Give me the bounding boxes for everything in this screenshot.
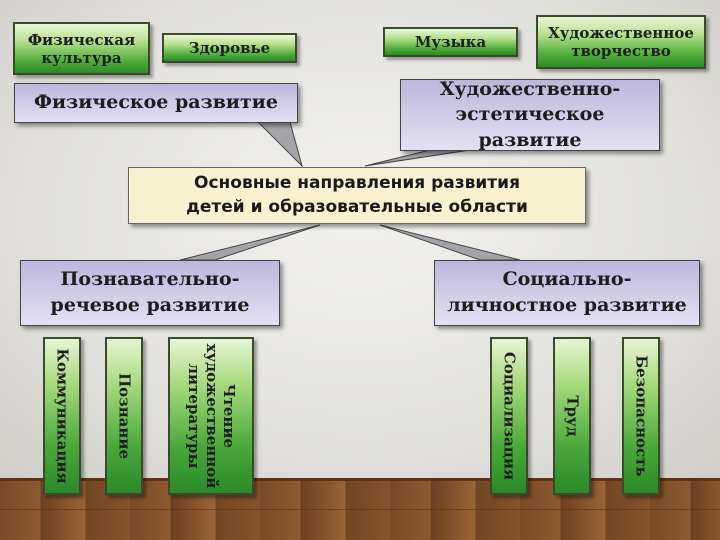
area-health: Здоровье [162,33,297,63]
area-communication: Коммуникация [43,337,81,495]
center-title-line1: Основные направления развития [194,172,520,193]
area-health-label: Здоровье [188,39,271,57]
direction-artistic-line1: Художественно- [439,77,621,100]
area-art: Художественное творчество [536,15,706,69]
area-cognition-label: Познание [115,372,134,460]
direction-artistic-line2: эстетическое развитие [455,103,605,151]
area-communication-label: Коммуникация [53,348,72,484]
area-reading: Чтение художественной литературы [168,337,254,495]
connector-physical [256,121,303,168]
direction-social-line1: Социально- [502,268,632,291]
area-socialization-label: Социализация [500,351,519,481]
area-socialization: Социализация [490,337,528,495]
area-cognition: Познание [105,337,143,495]
connector-social [379,224,521,261]
area-labor-label: Труд [563,395,582,437]
direction-cognitive-line1: Познавательно- [60,268,240,291]
area-physical-culture-line2: культура [41,48,122,67]
area-art-line1: Художественное [548,24,694,42]
area-reading-label: Чтение художественной литературы [185,343,238,489]
connector-cognitive [179,224,321,261]
area-music: Музыка [383,27,518,57]
area-art-line2: творчество [571,42,671,60]
area-safety: Безопасность [622,337,660,495]
direction-cognitive-line2: речевое развитие [50,294,250,316]
area-physical-culture: Физическая культура [13,22,150,75]
direction-social: Социально- личностное развитие [434,260,700,326]
area-music-label: Музыка [414,33,487,51]
direction-artistic: Художественно- эстетическое развитие [400,77,660,151]
direction-physical-label: Физическое развитие [34,91,278,114]
center-title-line2: детей и образовательные области [186,196,528,217]
area-safety-label: Безопасность [632,355,651,477]
direction-cognitive: Познавательно- речевое развитие [20,260,280,326]
direction-social-line2: личностное развитие [447,294,687,316]
direction-physical: Физическое развитие [14,83,298,123]
center-title-box: Основные направления развития детей и об… [128,167,586,224]
area-physical-culture-line1: Физическая [27,30,136,49]
area-labor: Труд [553,337,591,495]
